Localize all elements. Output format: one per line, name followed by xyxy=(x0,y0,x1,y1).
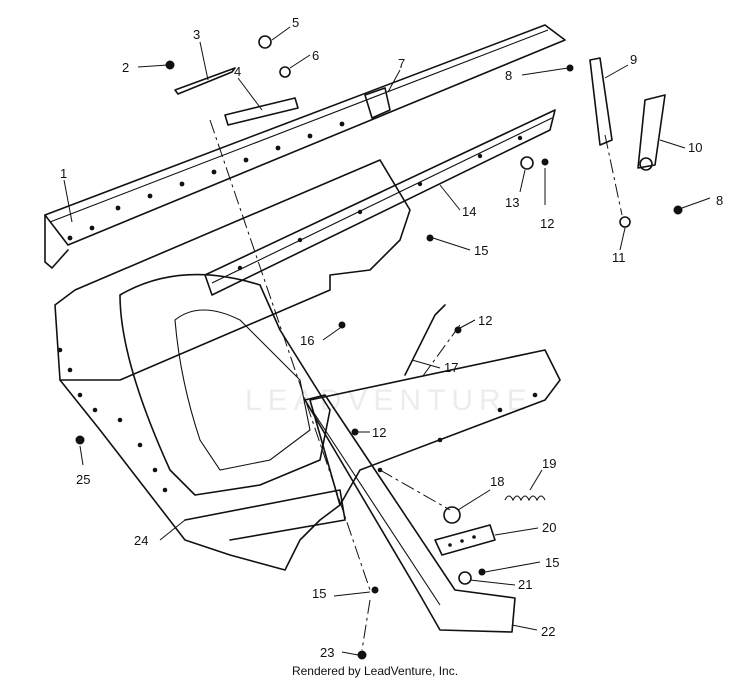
part-20-plate xyxy=(434,524,496,556)
callout-3: 3 xyxy=(193,27,200,42)
part-3-blade xyxy=(174,67,236,95)
callout-5: 5 xyxy=(292,15,299,30)
callout-10: 10 xyxy=(688,140,702,155)
part-9-bracket xyxy=(589,57,613,146)
fasteners xyxy=(75,35,683,660)
part-14-lower-rail xyxy=(204,109,556,296)
part-4-strip xyxy=(224,97,299,126)
callout-19: 19 xyxy=(542,456,556,471)
callout-24: 24 xyxy=(134,533,148,548)
callout-2: 2 xyxy=(122,60,129,75)
callout-22: 22 xyxy=(541,624,555,639)
callout-15-right: 15 xyxy=(545,555,559,570)
part-18-knob xyxy=(443,506,461,524)
credit-line: Rendered by LeadVenture, Inc. xyxy=(291,664,459,678)
callout-12-lower: 12 xyxy=(372,425,386,440)
part-7-latch xyxy=(364,87,391,119)
center-lines xyxy=(209,119,623,651)
callout-13: 13 xyxy=(505,195,519,210)
callout-11: 11 xyxy=(612,250,626,265)
callout-16: 16 xyxy=(300,333,314,348)
callout-23: 23 xyxy=(320,645,334,660)
callout-4: 4 xyxy=(234,64,241,79)
callout-12-middle: 12 xyxy=(478,313,492,328)
callout-7: 7 xyxy=(398,56,405,71)
part-24-fender-body xyxy=(54,159,411,571)
callout-9: 9 xyxy=(630,52,637,67)
callout-14: 14 xyxy=(462,204,476,219)
part-22-lower-bracket xyxy=(304,394,516,633)
callout-20: 20 xyxy=(542,520,556,535)
part-19-spring xyxy=(504,495,546,502)
part-10-handle xyxy=(637,94,666,171)
callout-12-upper: 12 xyxy=(540,216,554,231)
callout-25: 25 xyxy=(76,472,90,487)
callout-21: 21 xyxy=(518,577,532,592)
callout-8-top: 8 xyxy=(505,68,512,83)
leader-lines xyxy=(63,26,711,656)
watermark: LEADVENTURE xyxy=(245,384,533,417)
callout-6: 6 xyxy=(312,48,319,63)
callout-15-upper: 15 xyxy=(474,243,488,258)
callout-18: 18 xyxy=(490,474,504,489)
callout-1: 1 xyxy=(60,166,67,181)
callout-15-left: 15 xyxy=(312,586,326,601)
callout-8-right: 8 xyxy=(716,193,723,208)
callout-labels: 1 2 3 4 5 6 7 8 8 9 10 11 12 12 12 13 14… xyxy=(60,15,723,660)
callout-17: 17 xyxy=(444,360,458,375)
part-17-bent-bracket xyxy=(404,304,446,376)
side-panel-right xyxy=(309,349,561,506)
part-1-upper-rail xyxy=(44,24,566,269)
